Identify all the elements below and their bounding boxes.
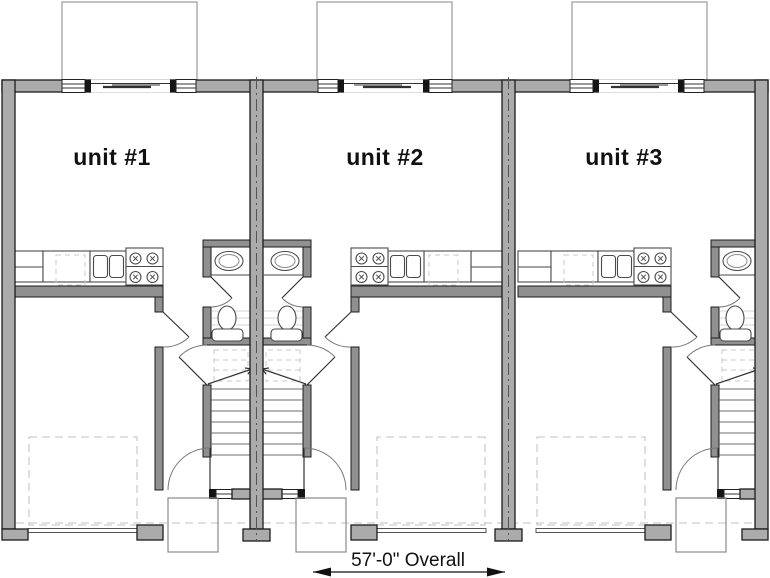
deck-unit-1 (61, 1, 198, 81)
deck-unit-3 (571, 1, 708, 81)
left-exterior-wall (1, 79, 29, 541)
party-wall-2-3 (494, 77, 523, 542)
unit-1-label: unit #1 (73, 144, 151, 170)
unit-3-label: unit #3 (585, 144, 663, 170)
right-exterior-wall (741, 79, 769, 541)
dimension-arrowhead-left (313, 567, 331, 577)
dimension-label: 57'-0" Overall (351, 550, 465, 571)
unit-2-label: unit #2 (346, 144, 424, 170)
overall-dimension: 57'-0" Overall (313, 550, 505, 577)
deck-unit-2 (316, 1, 453, 81)
party-wall-1-2 (242, 77, 271, 542)
dimension-arrowhead-right (487, 567, 505, 577)
